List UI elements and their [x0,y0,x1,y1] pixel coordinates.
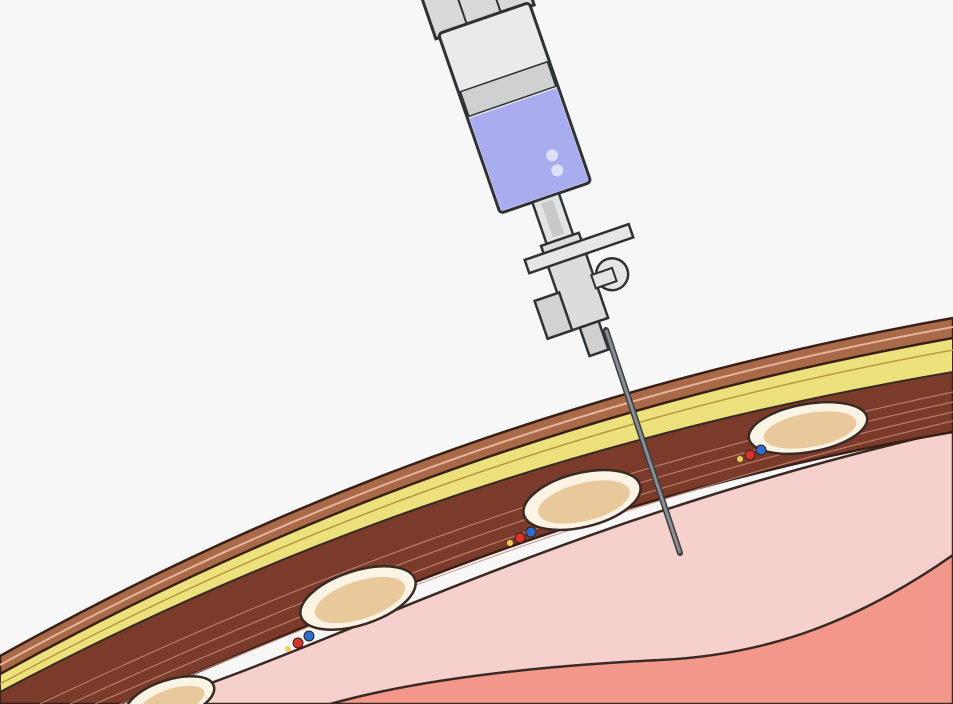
thoracentesis-illustration [0,0,953,704]
illustration-canvas [0,0,953,704]
